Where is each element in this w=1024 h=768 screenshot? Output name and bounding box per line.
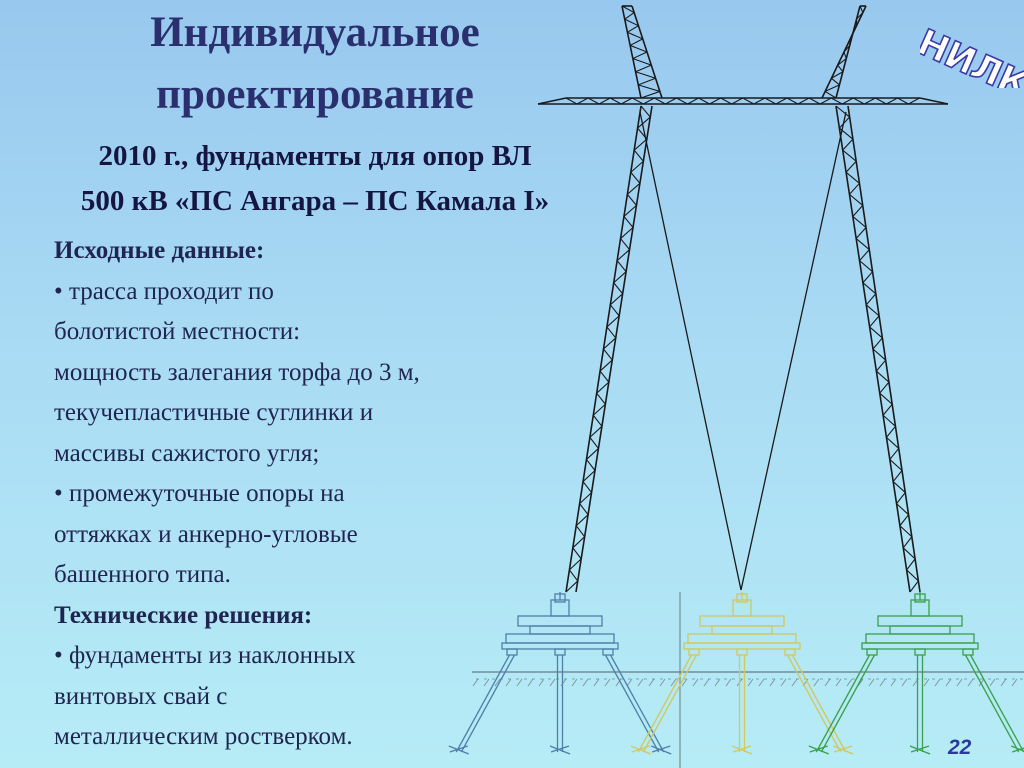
- pile-foundations: [448, 592, 1024, 755]
- body-text: Исходные данные: • трасса проходит по бо…: [54, 231, 574, 758]
- logo: НИЛКЭС: [920, 8, 1024, 88]
- body-line: оттяжках и анкерно-угловые: [54, 520, 358, 548]
- body-line: мощность залегания торфа до 3 м,: [54, 358, 420, 386]
- subtitle-line-2: 500 кВ «ПС Ангара – ПС Камала I»: [80, 185, 550, 217]
- body-line: металлическим ростверком.: [54, 723, 353, 750]
- section-heading-technical-solutions: Технические решения:: [54, 601, 313, 629]
- title-line-2: проектирование: [156, 71, 474, 118]
- body-line: текучепластичные суглинки и: [54, 399, 374, 426]
- subtitle: 2010 г., фундаменты для опор ВЛ 500 кВ «…: [0, 134, 630, 224]
- body-line: массивы сажистого угля;: [54, 439, 320, 467]
- page-title: Индивидуальное проектирование: [60, 2, 570, 126]
- page-number: 22: [948, 736, 972, 759]
- body-line: башенного типа.: [54, 561, 231, 588]
- logo-text: НИЛКЭС: [920, 21, 1024, 88]
- body-line: болотистой местности:: [54, 318, 301, 345]
- title-line-1: Индивидуальное: [150, 9, 480, 56]
- subtitle-line-1: 2010 г., фундаменты для опор ВЛ: [98, 140, 532, 172]
- section-heading-source-data: Исходные данные:: [54, 237, 265, 264]
- transmission-tower: [537, 5, 949, 593]
- body-line: • фундаменты из наклонных: [54, 642, 356, 669]
- body-line: • промежуточные опоры на: [54, 480, 345, 507]
- body-line: винтовых свай с: [54, 682, 228, 710]
- body-line: • трасса проходит по: [54, 277, 274, 305]
